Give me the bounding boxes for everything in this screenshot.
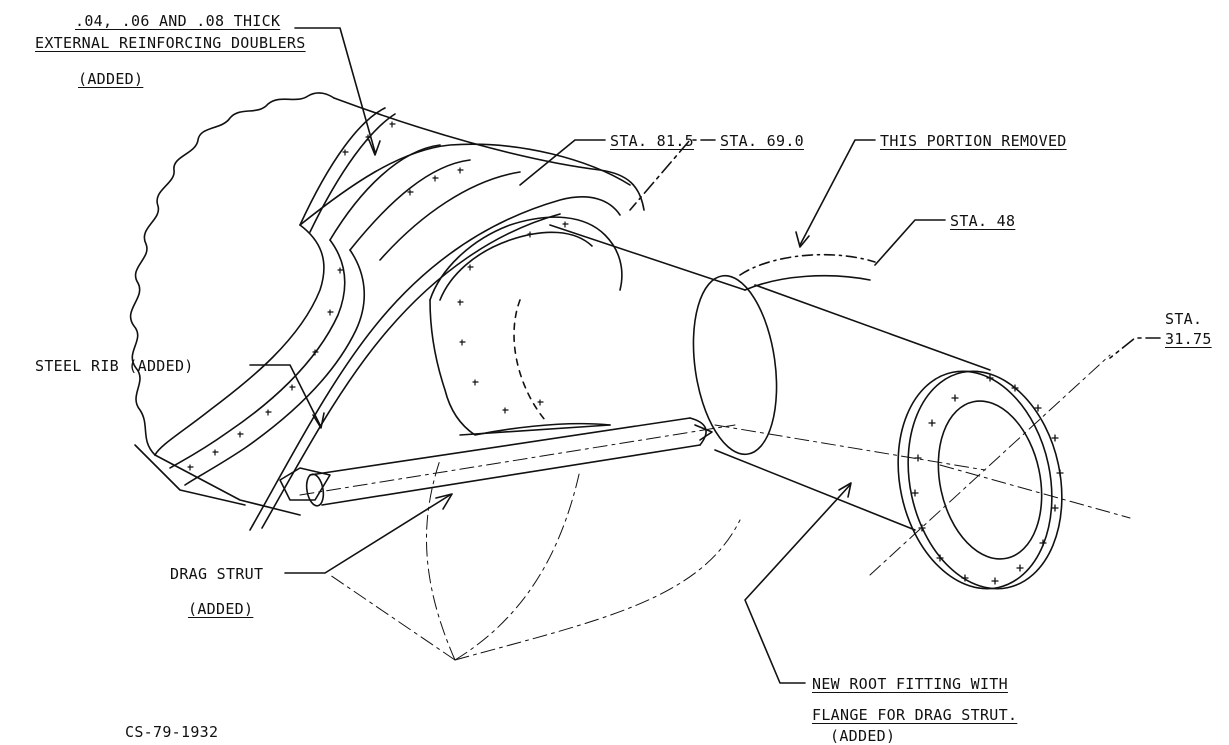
leader-doublers — [295, 28, 375, 152]
lower-chord-dashed-2 — [455, 470, 580, 660]
wing-leading-edge-2 — [170, 240, 345, 468]
upper-skin-inner — [300, 144, 630, 225]
flange-bolt-holes — [912, 375, 1063, 584]
drag-strut-tip — [695, 425, 712, 440]
leader-steel-rib-arrow — [313, 413, 324, 428]
sta-81-5-label: STA. 81.5 — [610, 132, 694, 150]
flange-centerline-diag — [870, 355, 1110, 575]
portion-removed-label: THIS PORTION REMOVED — [880, 132, 1067, 150]
rib-cutout-outer — [430, 217, 622, 300]
portion-removed-ellipse — [740, 255, 875, 275]
doubler-band-4 — [380, 172, 520, 260]
sta-31-75-label-line2: 31.75 — [1165, 330, 1212, 348]
spar-cylinder-mid-ellipse — [514, 300, 545, 420]
sta-48-label: STA. 48 — [950, 212, 1016, 230]
doublers-label-line2: EXTERNAL REINFORCING DOUBLERS — [35, 34, 306, 52]
flange-centerline-horiz — [940, 465, 1130, 518]
root-fitting-body-bottom — [715, 450, 915, 530]
root-fitting-body-top — [755, 285, 990, 370]
leader-root-fitting — [745, 485, 850, 683]
drag-strut-top — [310, 418, 690, 475]
leader-sta-48 — [875, 220, 945, 265]
leader-sta-815 — [520, 140, 605, 185]
drag-strut-end-right — [690, 418, 706, 445]
sta-69-0-label: STA. 69.0 — [720, 132, 804, 150]
figure-id-label: CS-79-1932 — [125, 723, 219, 741]
leader-sta-690 — [630, 140, 715, 210]
leader-root-fitting-arrow — [839, 483, 851, 497]
leader-steel-rib — [250, 365, 320, 425]
rib-cutout-inner — [440, 232, 592, 300]
upper-skin-outer — [334, 98, 644, 210]
root-fitting-label-line2: FLANGE FOR DRAG STRUT. — [812, 706, 1018, 724]
drag-strut-end-left — [304, 473, 325, 507]
spar-axis-line — [715, 425, 985, 470]
lower-chord-dashed-3 — [330, 575, 455, 660]
doublers-label-line1: .04, .06 AND .08 THICK — [75, 12, 281, 30]
root-fitting-label-line3: (ADDED) — [830, 727, 896, 745]
doubler-rivets — [188, 122, 568, 470]
drag-strut-label-line1: DRAG STRUT — [170, 565, 264, 583]
wing-leading-edge — [155, 225, 324, 455]
leader-drag-strut-arrow — [436, 494, 452, 509]
rib-cutout-lower — [430, 300, 610, 435]
leader-sta-3175 — [1110, 338, 1160, 358]
leader-drag-strut — [285, 495, 450, 573]
root-fitting-label-line1: NEW ROOT FITTING WITH — [812, 675, 1008, 693]
doubler-band-3 — [350, 160, 470, 250]
wing-lower-edge-2 — [135, 445, 245, 505]
doublers-label-line3: (ADDED) — [78, 70, 144, 88]
sta-31-75-label-line1: STA. — [1165, 310, 1203, 328]
leader-portion-removed-arrow — [796, 232, 809, 247]
doubler-band-2 — [330, 145, 440, 240]
steel-rib-label: STEEL RIB (ADDED) — [35, 357, 194, 375]
spar-cylinder-top — [550, 225, 745, 290]
flange-outer-back — [879, 357, 1071, 603]
spar-cylinder-bottom — [460, 425, 610, 435]
leader-portion-removed — [800, 140, 875, 245]
wing-leading-edge-3 — [185, 250, 364, 485]
root-fitting-collar — [683, 270, 787, 459]
doubler-band-1b — [310, 114, 395, 232]
flange-inner — [924, 391, 1055, 568]
wing-lower-edge — [155, 455, 300, 515]
doubler-band-1 — [300, 108, 385, 225]
torn-skin-edge — [131, 93, 334, 455]
lower-chord-dashed-4 — [455, 520, 740, 660]
leader-doublers-arrow — [369, 140, 380, 155]
strut-bracket — [280, 468, 330, 500]
flange-outer — [889, 357, 1081, 603]
steel-rib — [250, 197, 620, 530]
steel-rib-inner — [262, 214, 560, 528]
lower-chord-dashed-1 — [426, 460, 455, 660]
drag-strut-label-line2: (ADDED) — [188, 600, 254, 618]
drag-strut-centerline — [300, 425, 735, 495]
drag-strut-bottom — [322, 445, 700, 505]
